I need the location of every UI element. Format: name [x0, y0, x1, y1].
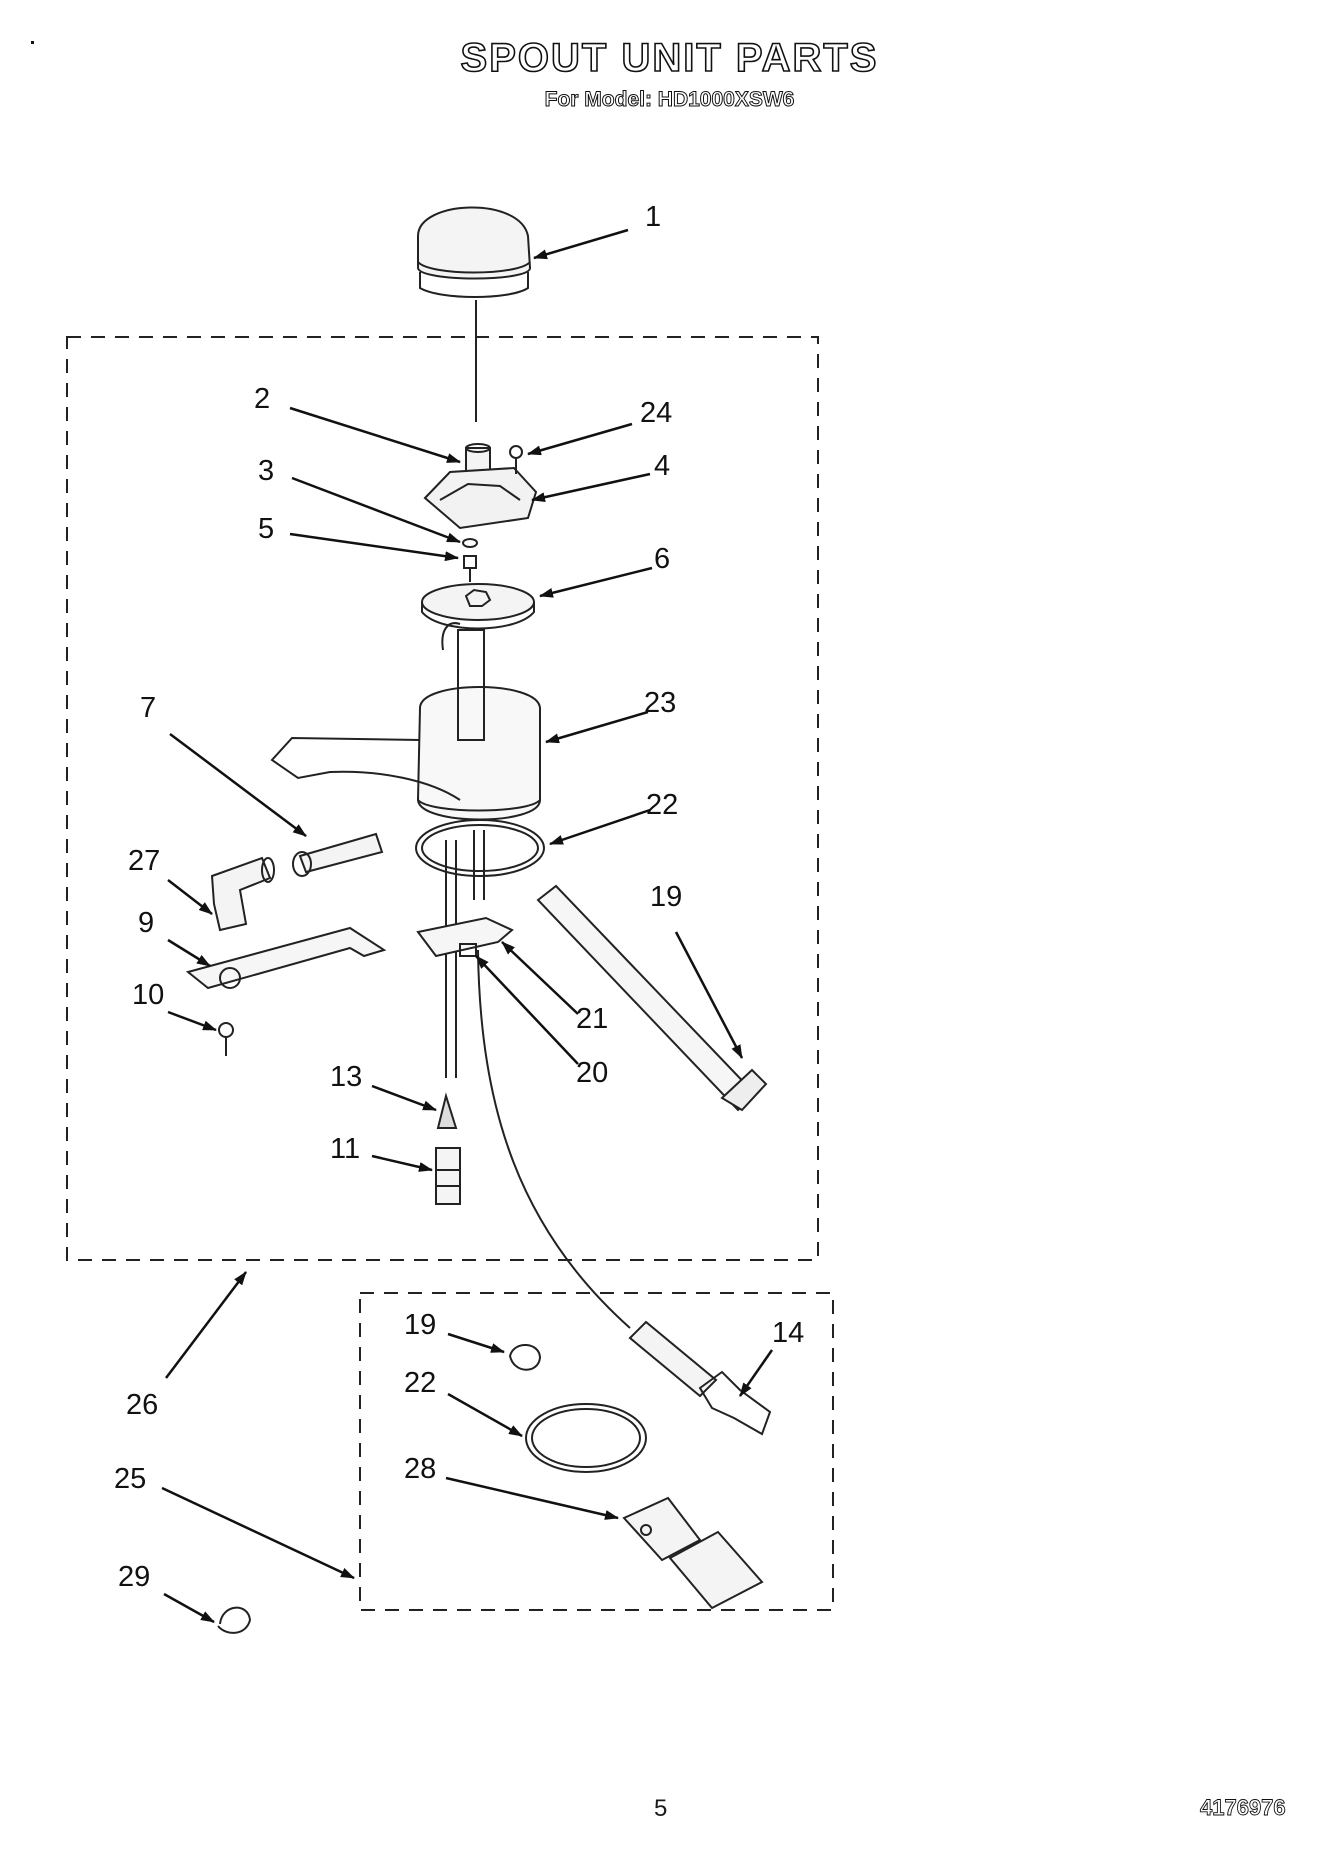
callout-28: 28 [404, 1453, 436, 1485]
callout-20: 20 [576, 1057, 608, 1089]
callout-5: 5 [258, 513, 274, 545]
callout-13: 13 [330, 1061, 362, 1093]
leader-13 [371, 1084, 437, 1112]
callout-2: 2 [254, 383, 270, 415]
leader-24 [527, 422, 633, 456]
leader-6 [539, 566, 653, 598]
leader-21 [501, 941, 579, 1015]
callout-19b: 19 [404, 1309, 436, 1341]
callout-6: 6 [654, 543, 670, 575]
plate-part [423, 466, 538, 530]
callout-19: 19 [650, 881, 682, 913]
clip-ring-part [217, 1606, 252, 1634]
screw-part [509, 445, 523, 474]
leader-27 [167, 879, 213, 915]
bracket-part [185, 926, 387, 990]
leader-7 [169, 733, 307, 837]
callout-3: 3 [258, 455, 274, 487]
callout-29: 29 [118, 1561, 150, 1593]
leader-22b [447, 1392, 523, 1438]
callout-23: 23 [644, 687, 676, 719]
leader-2 [289, 406, 461, 464]
leader-20 [475, 955, 579, 1065]
page-title: SPOUT UNIT PARTS [460, 35, 879, 81]
hardware-kit-box [359, 1292, 834, 1611]
callout-14: 14 [772, 1317, 804, 1349]
callout-1: 1 [645, 201, 661, 233]
leader-19 [674, 931, 744, 1059]
callout-26: 26 [126, 1389, 158, 1421]
washer-part [462, 538, 478, 548]
mounting-screw-part [218, 1022, 234, 1056]
leader-1 [533, 228, 629, 260]
leader-9 [167, 938, 211, 968]
spout-assembly-box [66, 336, 819, 1261]
leader-3 [291, 476, 461, 544]
coupling-part [435, 1147, 461, 1205]
callout-27: 27 [128, 845, 160, 877]
corner-mark [31, 41, 34, 44]
leader-25 [161, 1486, 355, 1580]
leader-29 [163, 1592, 215, 1624]
callout-22b: 22 [404, 1367, 436, 1399]
gasket-part [622, 1496, 764, 1610]
leader-14 [738, 1349, 774, 1397]
hose-part [292, 832, 384, 877]
elbow-part [210, 856, 275, 932]
disc-part [421, 583, 535, 630]
page-number: 5 [654, 1795, 668, 1822]
leader-22 [549, 808, 651, 846]
callout-24: 24 [640, 397, 672, 429]
callout-9: 9 [138, 907, 154, 939]
filter-part [436, 1092, 458, 1129]
cap-part [417, 206, 532, 298]
spout-body-part [270, 622, 541, 821]
leader-28 [445, 1476, 619, 1520]
leader-11 [371, 1154, 433, 1172]
clip-part [416, 916, 514, 958]
leader-26 [165, 1271, 247, 1379]
model-subtitle: For Model: HD1000XSW6 [544, 88, 795, 112]
leader-19b [447, 1332, 505, 1354]
o-ring-part [415, 819, 545, 877]
callout-10: 10 [132, 979, 164, 1011]
callout-25: 25 [114, 1463, 146, 1495]
callout-7: 7 [140, 692, 156, 724]
document-number: 4176976 [1200, 1795, 1287, 1821]
hose-end-part [628, 1320, 772, 1436]
clamp-part [508, 1344, 542, 1371]
sprayer-tube-part [536, 884, 768, 1112]
callout-21: 21 [576, 1003, 608, 1035]
leader-10 [167, 1010, 217, 1032]
leader-4 [531, 472, 651, 503]
callout-11: 11 [330, 1133, 360, 1165]
o-ring-kit-part [525, 1403, 647, 1473]
callout-4: 4 [654, 450, 670, 482]
small-screw-part [463, 555, 477, 582]
leader-23 [545, 710, 649, 744]
leader-5 [289, 532, 459, 562]
callout-22: 22 [646, 789, 678, 821]
